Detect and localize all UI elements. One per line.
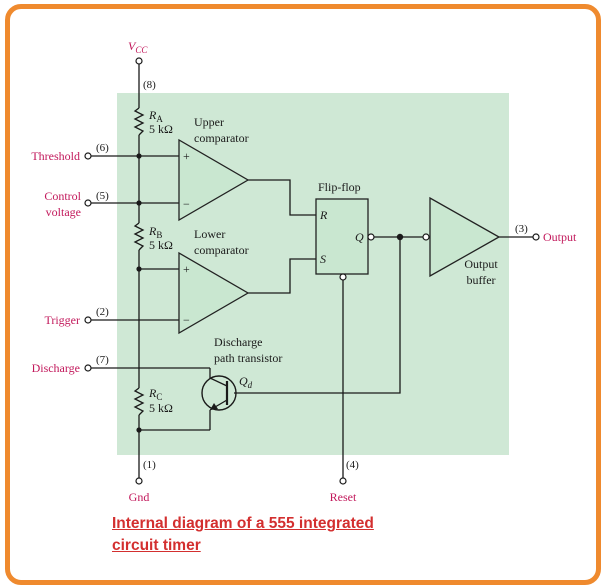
pin-7-label: (7) — [96, 354, 109, 366]
ra-value: 5 kΩ — [149, 122, 173, 136]
vcc-label: VCC — [128, 39, 148, 55]
output-buffer-label-1: Output — [464, 257, 498, 271]
output-buffer-triangle — [429, 196, 501, 278]
output-label: Output — [543, 230, 577, 244]
discharge-transistor-label-2: path transistor — [214, 351, 282, 365]
upper-plus-sign: + — [183, 149, 190, 163]
trigger-label: Trigger — [44, 313, 80, 327]
flip-flop-q: Q — [355, 230, 364, 244]
lower-comparator — [178, 251, 250, 335]
discharge-transistor-label-1: Discharge — [214, 335, 262, 349]
rb-value: 5 kΩ — [149, 238, 173, 252]
upper-comparator — [178, 138, 250, 222]
flip-flop-title: Flip-flop — [318, 180, 361, 194]
threshold-label: Threshold — [31, 149, 80, 163]
lower-comparator-label-1: Lower — [194, 227, 225, 241]
pin-8-label: (8) — [143, 79, 156, 91]
gnd-label: Gnd — [129, 490, 150, 504]
lower-minus-sign: − — [183, 313, 190, 327]
lower-comparator-label-2: comparator — [194, 243, 249, 257]
pin-3-label: (3) — [515, 223, 528, 235]
junction-dots — [136, 153, 404, 433]
wires — [88, 63, 533, 478]
ra-name: RA — [148, 108, 163, 124]
output-buffer-label-2: buffer — [466, 273, 495, 287]
control-label-line1: Control — [44, 189, 81, 203]
pin-5-label: (5) — [96, 190, 109, 202]
pin-4-label: (4) — [346, 459, 359, 471]
rc-name: RC — [148, 386, 162, 402]
upper-comparator-label-2: comparator — [194, 131, 249, 145]
caption-line-1: Internal diagram of a 555 integrated — [112, 515, 374, 532]
discharge-label: Discharge — [32, 361, 80, 375]
flip-flop-s: S — [320, 252, 326, 266]
reset-label: Reset — [330, 490, 357, 504]
terminals — [84, 57, 540, 485]
pin-2-label: (2) — [96, 306, 109, 318]
control-label-line2: voltage — [46, 205, 81, 219]
pin-1-label: (1) — [143, 459, 156, 471]
chip-panel — [117, 93, 509, 455]
pin-6-label: (6) — [96, 142, 109, 154]
rc-value: 5 kΩ — [149, 401, 173, 415]
qd-label: Qd — [239, 374, 253, 390]
figure-frame — [5, 4, 601, 585]
discharge-transistor — [201, 375, 237, 411]
upper-comparator-label-1: Upper — [194, 115, 224, 129]
caption-line-2: circuit timer — [112, 537, 201, 554]
upper-minus-sign: − — [183, 197, 190, 211]
lower-plus-sign: + — [183, 262, 190, 276]
rb-name: RB — [148, 224, 162, 240]
figure-caption: Internal diagram of a 555 integrated cir… — [112, 513, 432, 557]
flip-flop-r: R — [319, 208, 328, 222]
